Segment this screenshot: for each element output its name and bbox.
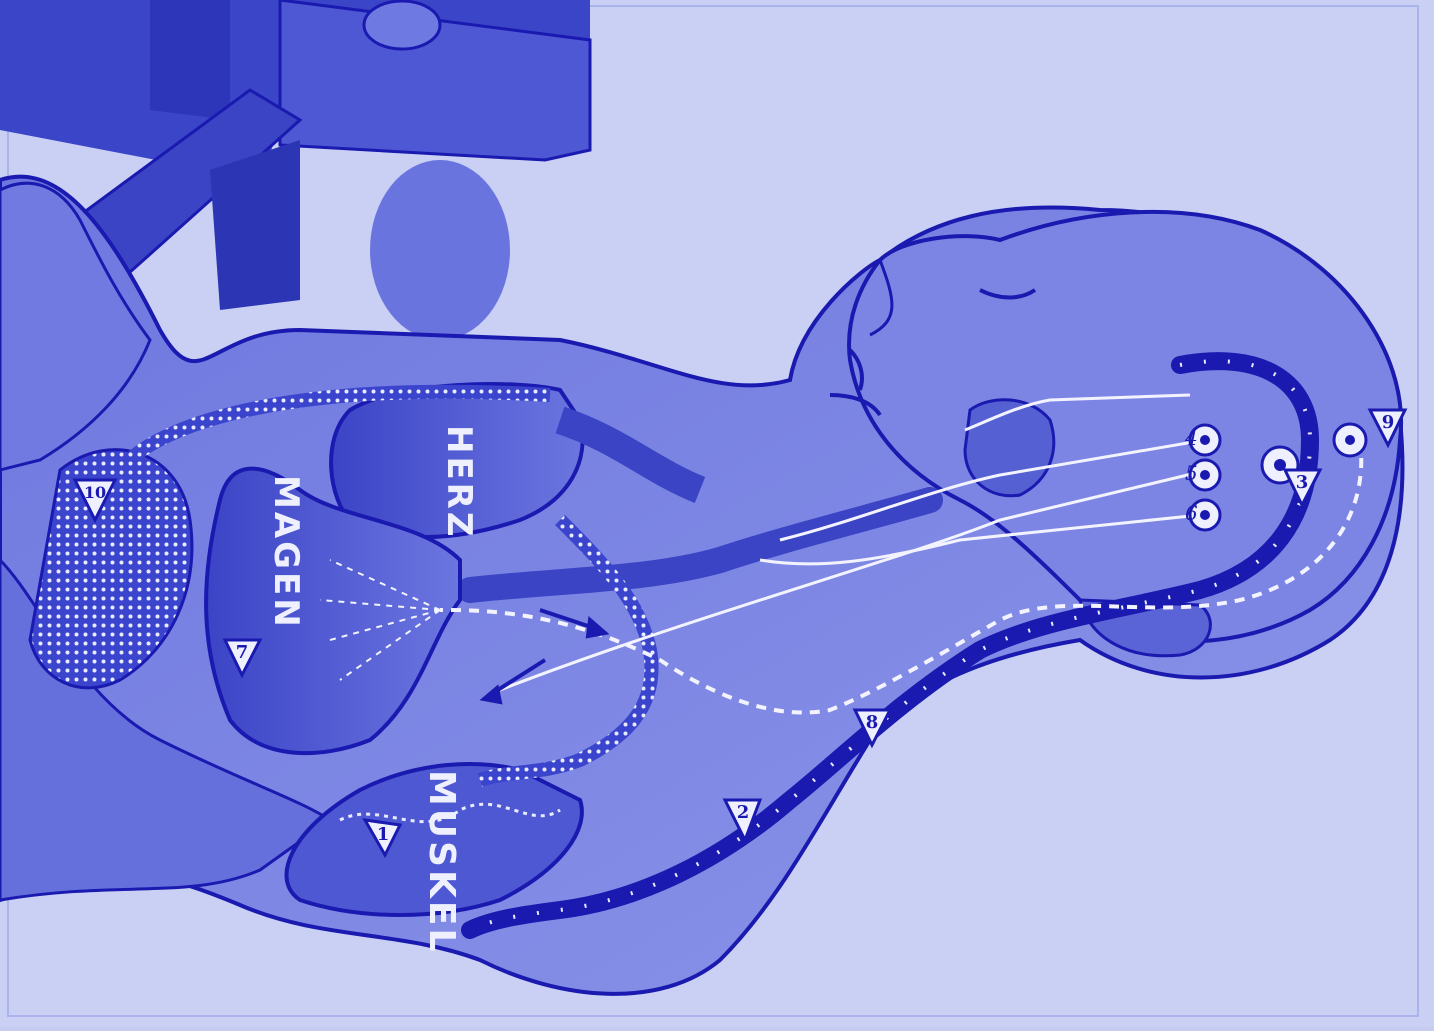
- svg-text:7: 7: [236, 642, 249, 663]
- ganglion-label-5: 5: [1185, 461, 1198, 485]
- svg-text:10: 10: [84, 483, 106, 502]
- muscle-label: MUSKEL: [421, 770, 462, 954]
- svg-text:8: 8: [866, 712, 879, 733]
- ganglion-label-4: 4: [1184, 426, 1198, 450]
- heart-label: HERZ: [439, 425, 479, 540]
- stomach-label: MAGEN: [266, 475, 306, 630]
- svg-text:9: 9: [1382, 412, 1395, 433]
- svg-text:3: 3: [1296, 472, 1309, 493]
- svg-text:1: 1: [377, 824, 390, 845]
- svg-text:2: 2: [737, 802, 750, 823]
- ganglion-label-6: 6: [1185, 501, 1198, 525]
